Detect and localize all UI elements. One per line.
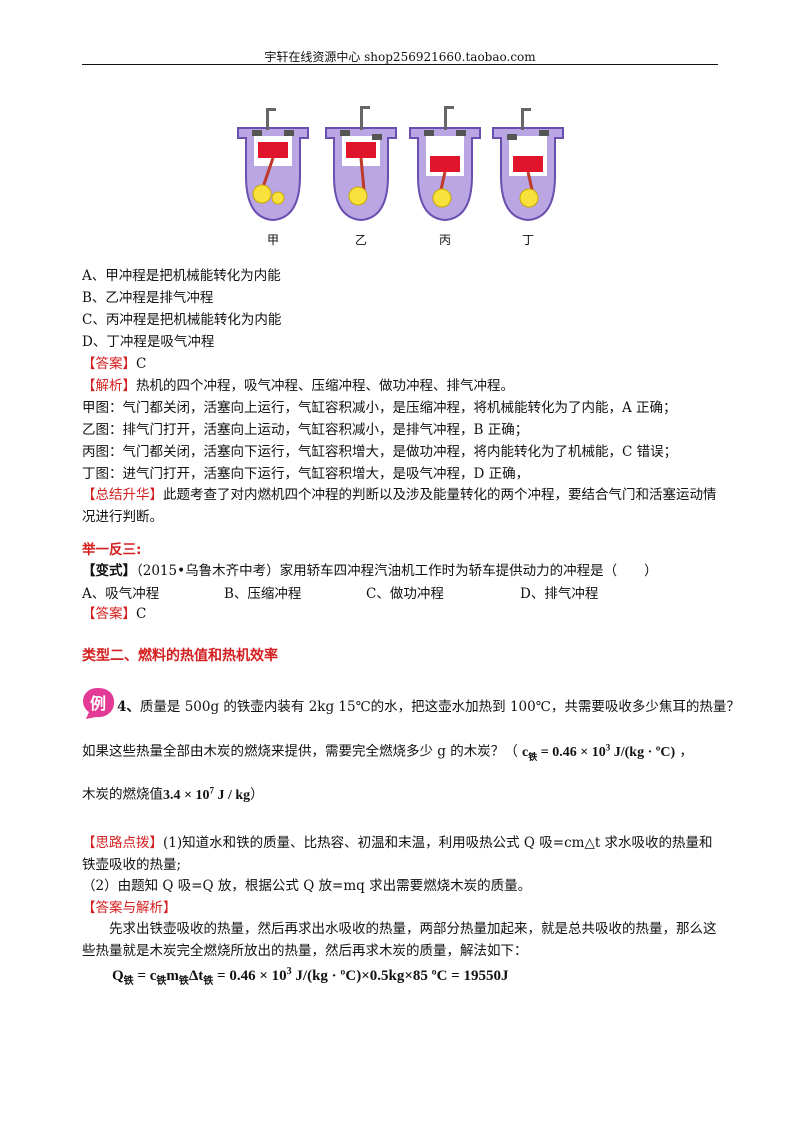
analysis-line-bing: 丙图：气门都关闭，活塞向下运行，气缸容积增大，是做功冲程，将内能转化为了机械能，… bbox=[82, 444, 678, 460]
example-badge: 例 bbox=[80, 686, 116, 720]
engine-diagram-bing bbox=[404, 98, 486, 230]
eq-dt-symbol: Δt bbox=[188, 968, 204, 984]
variant-heading: 举一反三: bbox=[82, 542, 142, 558]
eq-q-subscript: 铁 bbox=[123, 976, 134, 987]
iron-c-subscript: 铁 bbox=[528, 751, 538, 762]
example-line-3: 木炭的燃烧值3.4 × 107 J / kg） bbox=[82, 780, 264, 806]
variant-answer: C bbox=[136, 606, 147, 622]
example-line-2-end: ， bbox=[679, 743, 693, 760]
q-exponent: 7 bbox=[209, 785, 214, 795]
answer-tag: 【答案】 bbox=[82, 356, 136, 372]
hint-tag: 【思路点拨】 bbox=[82, 835, 163, 851]
engine-label-jia: 甲 bbox=[266, 233, 279, 247]
variant-question: （2015•乌鲁木齐中考）家用轿车四冲程汽油机工作时为轿车提供动力的冲程是（ ） bbox=[136, 563, 658, 579]
variant-answer-line: 【答案】C bbox=[82, 604, 146, 624]
hint-paragraph: 【思路点拨】(1)知道水和铁的质量、比热容、初温和末温，利用吸热公式 Q 吸=c… bbox=[82, 832, 718, 876]
page-header: 宇轩在线资源中心 shop256921660.taobao.com bbox=[264, 50, 536, 64]
iron-c-symbol: c bbox=[522, 744, 529, 760]
engine-label-yi: 乙 bbox=[354, 233, 367, 247]
eq-value: = 0.46 × 10 bbox=[213, 968, 287, 984]
analysis-intro: 热机的四个冲程，吸气冲程、压缩冲程、做功冲程、排气冲程。 bbox=[136, 378, 514, 394]
hint-part-1: (1)知道水和铁的质量、比热容、初温和末温，利用吸热公式 Q 吸=cm△t 求水… bbox=[82, 835, 713, 873]
example-text-2: 如果这些热量全部由木炭的燃烧来提供，需要完全燃烧多少 g 的木炭？（ bbox=[82, 743, 518, 760]
variant-question-line: 【变式】（2015•乌鲁木齐中考）家用轿车四冲程汽油机工作时为轿车提供动力的冲程… bbox=[82, 561, 658, 581]
iron-c-exponent: 3 bbox=[605, 742, 611, 752]
eq-dt-subscript: 铁 bbox=[203, 976, 214, 987]
variant-answer-tag: 【答案】 bbox=[82, 606, 136, 622]
answer-line: 【答案】C bbox=[82, 354, 146, 374]
engine-label-bing: 丙 bbox=[438, 233, 451, 247]
variant-option-c: C、做功冲程 bbox=[366, 586, 444, 602]
eq-q-symbol: Q bbox=[112, 968, 124, 984]
example-line-1: 4、质量是 500g 的铁壶内装有 2kg 15℃的水，把这壶水加热到 100℃… bbox=[117, 697, 740, 717]
section-title: 类型二、燃料的热值和热机效率 bbox=[82, 648, 278, 664]
variant-tag: 【变式】 bbox=[82, 563, 136, 579]
solution-text: 先求出铁壶吸收的热量，然后再求出水吸收的热量，两部分热量加起来，就是总共吸收的热… bbox=[82, 921, 717, 959]
engine-diagram-ding bbox=[487, 98, 569, 230]
q-unit: J / kg bbox=[213, 787, 251, 803]
summary-paragraph: 【总结升华】此题考查了对内燃机四个冲程的判断以及涉及能量转化的两个冲程，要结合气… bbox=[82, 484, 718, 528]
eq-c-subscript: 铁 bbox=[156, 976, 167, 987]
eq-tail: J/(kg · ºC)×0.5kg×85 ºC = 19550J bbox=[291, 968, 509, 984]
option-c: C、丙冲程是把机械能转化为内能 bbox=[82, 312, 282, 328]
iron-specific-heat: c铁 = 0.46 × 103 J/(kg · ºC) bbox=[522, 742, 676, 762]
analysis-line-jia: 甲图：气门都关闭，活塞向上运行，气缸容积减小，是压缩冲程，将机械能转化为了内能，… bbox=[82, 400, 677, 416]
eq-c-symbol: = c bbox=[133, 968, 157, 984]
header-rule bbox=[82, 64, 718, 65]
variant-option-a: A、吸气冲程 bbox=[82, 586, 160, 602]
analysis-line-ding: 丁图：进气门打开，活塞向下运行，气缸容积增大，是吸气冲程，D 正确， bbox=[82, 466, 530, 482]
solution-tag: 【答案与解析】 bbox=[82, 900, 177, 916]
summary-tag: 【总结升华】 bbox=[82, 487, 163, 503]
answer-value: C bbox=[136, 356, 147, 372]
variant-option-b: B、压缩冲程 bbox=[224, 586, 302, 602]
engine-diagram-yi bbox=[320, 98, 402, 230]
engine-diagram-jia bbox=[232, 98, 314, 230]
example-text-3: 木炭的燃烧值 bbox=[82, 786, 163, 803]
option-d: D、丁冲程是吸气冲程 bbox=[82, 334, 215, 350]
example-number: 4、 bbox=[117, 699, 140, 715]
q-value: 3.4 × 10 bbox=[163, 787, 210, 803]
analysis-tag: 【解析】 bbox=[82, 378, 136, 394]
option-a: A、甲冲程是把机械能转化为内能 bbox=[82, 268, 281, 284]
eq-m-symbol: m bbox=[166, 968, 179, 984]
example-line-2: 如果这些热量全部由木炭的燃烧来提供，需要完全燃烧多少 g 的木炭？（ c铁 = … bbox=[82, 737, 693, 766]
analysis-line-yi: 乙图：排气门打开，活塞向上运动，气缸容积减小，是排气冲程，B 正确； bbox=[82, 422, 529, 438]
option-b: B、乙冲程是排气冲程 bbox=[82, 290, 214, 306]
engine-label-ding: 丁 bbox=[521, 233, 534, 247]
solution-equation: Q铁 = c铁m铁Δt铁 = 0.46 × 103 J/(kg · ºC)×0.… bbox=[112, 962, 508, 992]
variant-option-d: D、排气冲程 bbox=[520, 586, 599, 602]
example-badge-label: 例 bbox=[90, 694, 106, 713]
iron-c-unit: J/(kg · ºC) bbox=[610, 744, 676, 760]
example-text-1: 质量是 500g 的铁壶内装有 2kg 15℃的水，把这壶水加热到 100℃，共… bbox=[139, 699, 740, 715]
example-line-3-end: ） bbox=[250, 786, 264, 803]
hint-part-2: （2）由题知 Q 吸=Q 放，根据公式 Q 放=mq 求出需要燃烧木炭的质量。 bbox=[82, 878, 532, 894]
charcoal-heat-value: 3.4 × 107 J / kg bbox=[163, 785, 251, 803]
engine-strokes-figure: 甲 乙 丙 bbox=[232, 98, 572, 248]
iron-c-value: = 0.46 × 10 bbox=[537, 744, 606, 760]
summary-text: 此题考查了对内燃机四个冲程的判断以及涉及能量转化的两个冲程，要结合气门和活塞运动… bbox=[82, 487, 717, 525]
eq-exponent: 3 bbox=[286, 966, 292, 977]
eq-m-subscript: 铁 bbox=[178, 976, 189, 987]
analysis-intro-line: 【解析】热机的四个冲程，吸气冲程、压缩冲程、做功冲程、排气冲程。 bbox=[82, 376, 514, 396]
